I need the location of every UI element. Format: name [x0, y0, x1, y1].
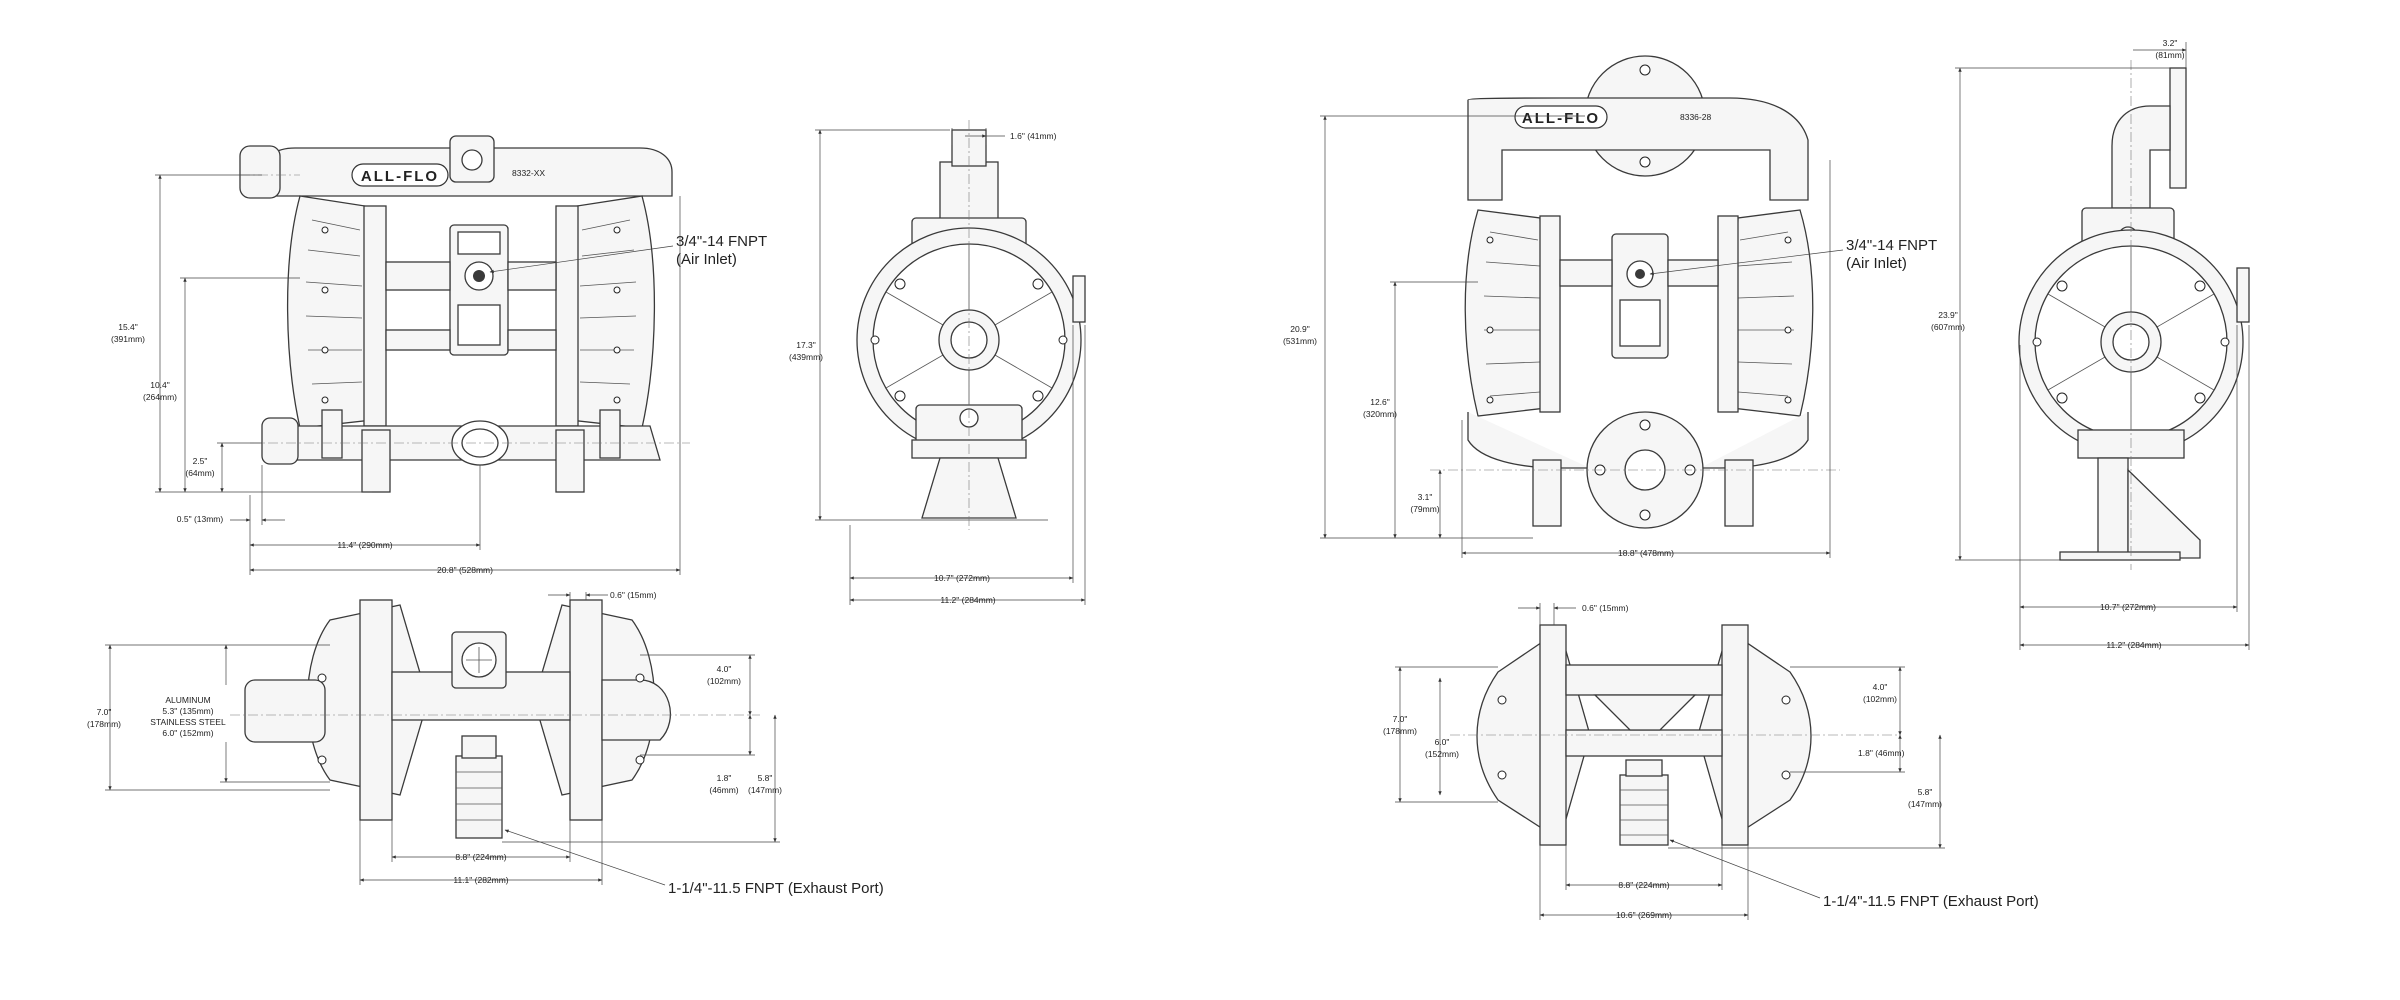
dim-top-offset: 1.6" (41mm) — [1010, 131, 1057, 141]
dim-base-width-ss: 10.7" (272mm) — [2100, 602, 2156, 612]
dim-overall-width-ss: 18.8" (478mm) — [1618, 548, 1674, 558]
dim-height-ss-b: (607mm) — [1931, 322, 1965, 332]
dim-mid-b: (46mm) — [709, 785, 738, 795]
dim-height-ss-a: 23.9" — [1938, 310, 1958, 320]
material-label-aluminum-value: 5.3" (135mm) — [162, 706, 213, 716]
dim-overall-height-ss-b: (531mm) — [1283, 336, 1317, 346]
dim-upper-ss-b: (102mm) — [1863, 694, 1897, 704]
dim-depth-ss-a: 7.0" — [1393, 714, 1408, 724]
dim-mid-ss: 1.8" (46mm) — [1858, 748, 1905, 758]
dim-offset: 0.5" (13mm) — [177, 514, 224, 524]
svg-text:ALL-FLO: ALL-FLO — [1522, 110, 1600, 127]
dim-overall-height-b: (391mm) — [111, 334, 145, 344]
dim-upper-a: 4.0" — [717, 664, 732, 674]
callout-air-inlet-ss: 3/4"-14 FNPT — [1846, 237, 1937, 254]
aluminum-side-view: 1.6" (41mm) 17.3" (439mm) 10.7" (272mm) … — [789, 120, 1086, 605]
dim-overall-width-ss-side: 11.2" (284mm) — [2106, 640, 2161, 650]
dim-lower-ss-a: 5.8" — [1918, 787, 1933, 797]
dim-lower-ss-b: (147mm) — [1908, 799, 1942, 809]
svg-text:ALL-FLO: ALL-FLO — [361, 168, 439, 185]
material-label-stainless: STAINLESS STEEL — [150, 717, 226, 727]
dim-height-a: 17.3" — [796, 340, 816, 350]
model-tag-ss: 8336-28 — [1680, 112, 1711, 122]
dim-top-offset-ss-a: 3.2" — [2163, 38, 2178, 48]
dim-top-offset-plan: 0.6" (15mm) — [610, 590, 657, 600]
aluminum-top-view: ALUMINUM 5.3" (135mm) STAINLESS STEEL 6.… — [87, 590, 884, 897]
material-label-stainless-value: 6.0" (152mm) — [162, 728, 213, 738]
dim-half-width: 11.4" (290mm) — [337, 540, 392, 550]
aluminum-front-view: ALL-FLO 8332-XX — [111, 135, 767, 575]
dim-base-height-b: (64mm) — [185, 468, 214, 478]
dim-inlet-height-ss-a: 12.6" — [1370, 397, 1390, 407]
dim-overall-width-plan: 11.1" (282mm) — [453, 875, 508, 885]
dim-height-b: (439mm) — [789, 352, 823, 362]
dim-depth-b: (178mm) — [87, 719, 121, 729]
dim-overall-width: 20.8" (528mm) — [437, 565, 493, 575]
dim-base-height-ss-a: 3.1" — [1418, 492, 1433, 502]
dim-inner-ss-b: (152mm) — [1425, 749, 1459, 759]
dim-top-offset-ss-plan: 0.6" (15mm) — [1582, 603, 1629, 613]
material-label-aluminum: ALUMINUM — [165, 695, 210, 705]
dim-overall-height-a: 15.4" — [118, 322, 138, 332]
dim-upper-b: (102mm) — [707, 676, 741, 686]
dim-depth-ss-b: (178mm) — [1383, 726, 1417, 736]
dim-depth-a: 7.0" — [97, 707, 112, 717]
dim-lower-a: 5.8" — [758, 773, 773, 783]
brand-logo: ALL-FLO — [351, 163, 449, 187]
dim-inner-width-ss: 8.8" (224mm) — [1618, 880, 1669, 890]
dim-overall-width-ss-plan: 10.6" (269mm) — [1616, 910, 1672, 920]
dim-overall-width-side: 11.2" (284mm) — [940, 595, 995, 605]
stainless-side-view: 3.2" (81mm) 23.9" (607mm) 10.7" (272mm) … — [1931, 38, 2250, 650]
callout-air-inlet: 3/4"-14 FNPT — [676, 233, 767, 250]
callout-air-inlet-sub-ss: (Air Inlet) — [1846, 255, 1907, 272]
dim-overall-height-ss-a: 20.9" — [1290, 324, 1310, 334]
stainless-top-view: 0.6" (15mm) 7.0" (178mm) 6.0" (152mm) 4.… — [1383, 603, 2039, 920]
brand-logo-ss: ALL-FLO — [1514, 105, 1608, 129]
dim-base-height-ss-b: (79mm) — [1410, 504, 1439, 514]
dim-base-height-a: 2.5" — [193, 456, 208, 466]
callout-air-inlet-sub: (Air Inlet) — [676, 251, 737, 268]
dim-inlet-height-ss-b: (320mm) — [1363, 409, 1397, 419]
dim-inlet-height-a: 10.4" — [150, 380, 170, 390]
callout-exhaust: 1-1/4"-11.5 FNPT (Exhaust Port) — [668, 880, 884, 897]
dim-top-offset-ss-b: (81mm) — [2155, 50, 2184, 60]
dim-upper-ss-a: 4.0" — [1873, 682, 1888, 692]
callout-exhaust-ss: 1-1/4"-11.5 FNPT (Exhaust Port) — [1823, 893, 2039, 910]
dim-base-width: 10.7" (272mm) — [934, 573, 990, 583]
dim-lower-b: (147mm) — [748, 785, 782, 795]
model-tag: 8332-XX — [512, 168, 545, 178]
dim-inlet-height-b: (264mm) — [143, 392, 177, 402]
dim-inner-ss-a: 6.0" — [1435, 737, 1450, 747]
stainless-front-view: ALL-FLO 8336-28 3/4"-14 FNPT (Air Inlet)… — [1283, 55, 1937, 558]
dim-inner-width: 8.8" (224mm) — [455, 852, 506, 862]
dim-mid-a: 1.8" — [717, 773, 732, 783]
